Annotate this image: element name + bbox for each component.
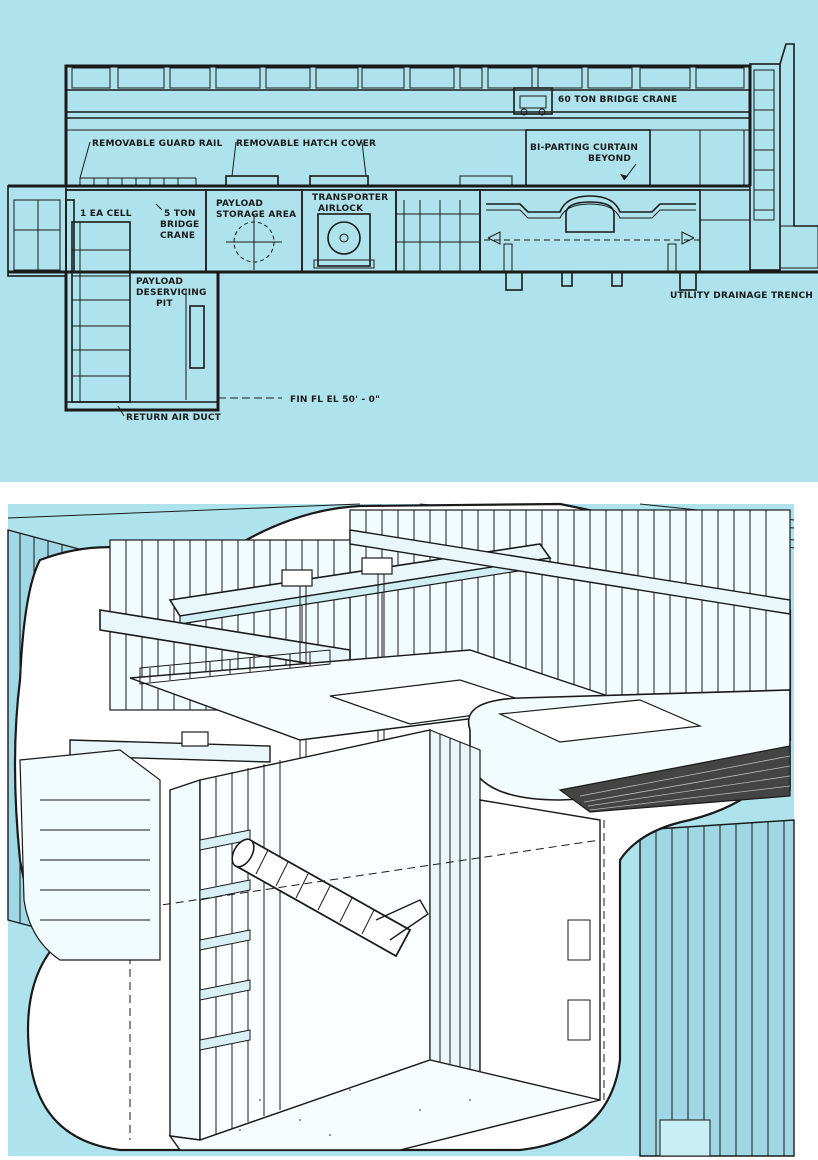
- section-drawing-svg: 60 TON BRIDGE CRANE REMOVABLE GUARD RAIL…: [0, 0, 818, 482]
- leader-guard-rail: [79, 141, 91, 179]
- right-wall: [699, 43, 818, 271]
- label-5-ton-line3: CRANE: [160, 231, 195, 241]
- section-drawing: 60 TON BRIDGE CRANE REMOVABLE GUARD RAIL…: [0, 0, 818, 482]
- label-5-ton-line2: BRIDGE: [160, 220, 199, 230]
- label-storage-line2: STORAGE AREA: [216, 210, 296, 220]
- leader-hatch-cover-left: [231, 141, 237, 177]
- hidden-lines: [59, 820, 605, 1140]
- label-utility-trench: UTILITY DRAINAGE TRENCH: [670, 291, 813, 301]
- service-bay: [395, 189, 481, 273]
- pit-access-platforms: [199, 829, 591, 1051]
- label-floor-elevation: FIN FL EL 50' - 0": [290, 395, 380, 405]
- label-airlock-line1: TRANSPORTER: [312, 193, 388, 203]
- left-annex: [7, 185, 67, 277]
- cutaway-svg: [0, 500, 818, 1160]
- operating-deck: [129, 649, 791, 801]
- pit-walls: [168, 729, 601, 1151]
- label-5-ton-line1: 5 TON: [164, 209, 196, 219]
- arrow-curtain: [620, 174, 628, 180]
- label-return-air-duct: RETURN AIR DUCT: [126, 413, 222, 423]
- label-curtain-line1: BI-PARTING CURTAIN: [530, 143, 638, 153]
- label-60-ton-crane: 60 TON BRIDGE CRANE: [558, 95, 677, 105]
- cutaway-illustration: [0, 500, 818, 1160]
- transporter-airlock-door: [558, 745, 791, 813]
- label-storage-line1: PAYLOAD: [216, 199, 263, 209]
- utility-drainage-trench: [505, 271, 697, 291]
- deservicing-pit: [64, 221, 220, 412]
- label-ea-cell: 1 EA CELL: [80, 209, 132, 219]
- payload-cylinder: [231, 838, 429, 958]
- right-exterior-wall: [639, 819, 795, 1157]
- label-pit-line2: DESERVICING: [136, 288, 207, 298]
- bridge-crane-60-ton: [513, 87, 553, 116]
- leader-return-duct: [117, 405, 125, 417]
- label-pit-line3: PIT: [156, 299, 173, 309]
- curtain-bay: [479, 189, 751, 273]
- label-curtain-line2: BEYOND: [588, 154, 631, 164]
- label-pit-line1: PAYLOAD: [136, 277, 183, 287]
- leader-5-ton: [155, 203, 163, 211]
- leader-hatch-cover-right: [361, 141, 367, 177]
- left-floor-ledge: [19, 749, 161, 961]
- label-guard-rail: REMOVABLE GUARD RAIL: [92, 139, 223, 149]
- label-hatch-cover: REMOVABLE HATCH COVER: [236, 139, 376, 149]
- label-airlock-line2: AIRLOCK: [318, 204, 364, 214]
